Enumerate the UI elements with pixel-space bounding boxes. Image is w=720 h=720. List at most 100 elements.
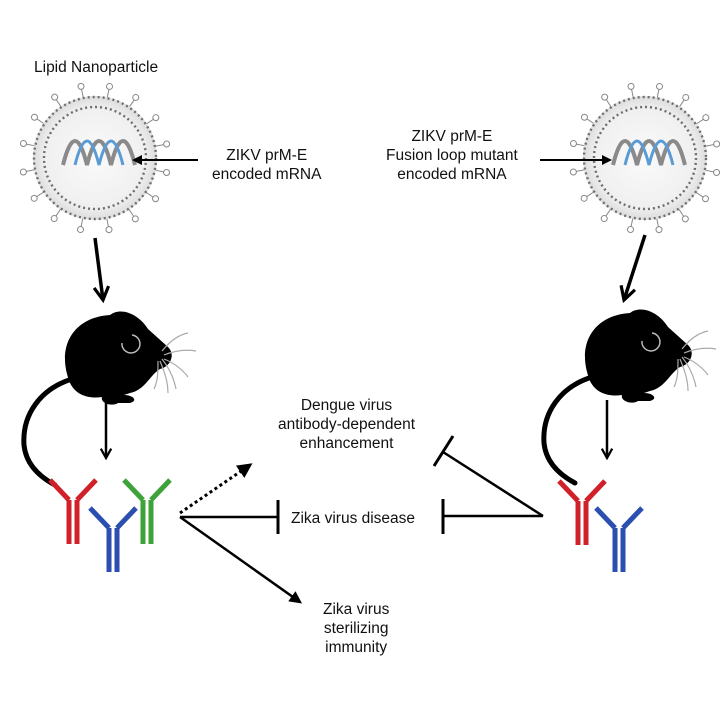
spike-head bbox=[627, 82, 635, 90]
spike-stem bbox=[55, 209, 61, 217]
spike-head bbox=[681, 215, 689, 223]
spike-stem bbox=[630, 218, 634, 227]
lnp-surface-proteins-icon bbox=[569, 82, 720, 234]
spike-stem bbox=[155, 169, 164, 173]
spike-head bbox=[163, 140, 171, 148]
mrna-label-right-line2: Fusion loop mutant bbox=[386, 147, 518, 164]
outcome-zika-sterilizing-line3: immunity bbox=[325, 639, 388, 656]
antibody-red-icon bbox=[557, 479, 607, 545]
spike-stem bbox=[656, 218, 659, 227]
outcome-zika-sterilizing-line1: Zika virus bbox=[323, 601, 390, 618]
spike-head bbox=[600, 215, 608, 223]
spike-stem bbox=[36, 191, 44, 198]
spike-stem bbox=[146, 118, 154, 125]
mrna-label-right-line3: encoded mRNA bbox=[397, 166, 507, 183]
spike-head bbox=[626, 226, 634, 234]
spike-head bbox=[656, 82, 664, 90]
spike-stem bbox=[656, 89, 660, 98]
spike-stem bbox=[678, 209, 685, 217]
spike-stem bbox=[26, 143, 35, 147]
outcome-dengue-ade: Dengue virus antibody-dependent enhancem… bbox=[278, 396, 415, 453]
spike-head bbox=[713, 169, 720, 177]
outcome-dengue-ade-line3: enhancement bbox=[299, 435, 394, 452]
mrna-label-left-line2: encoded mRNA bbox=[212, 166, 322, 183]
spike-head bbox=[580, 113, 588, 121]
spike-stem bbox=[705, 169, 714, 173]
mrna-strand-icon bbox=[61, 139, 137, 166]
mrna-label-right: ZIKV prM-E Fusion loop mutant encoded mR… bbox=[386, 127, 518, 184]
spike-stem bbox=[81, 89, 84, 98]
spike-stem bbox=[155, 144, 164, 147]
spike-stem bbox=[129, 99, 135, 107]
mrna-label-right-line1: ZIKV prM-E bbox=[411, 128, 493, 145]
spike-head bbox=[152, 114, 160, 122]
mouse-icon-left bbox=[24, 311, 196, 485]
spike-stem bbox=[605, 99, 612, 107]
antibody-blue-icon bbox=[594, 506, 644, 572]
spike-head bbox=[702, 195, 710, 203]
mrna-strand-icon bbox=[611, 139, 687, 166]
mrna-label-left: ZIKV prM-E encoded mRNA bbox=[212, 146, 321, 184]
spike-head bbox=[106, 82, 114, 90]
antibody-group-right bbox=[557, 479, 644, 572]
inhibit-zika-disease-left bbox=[180, 500, 280, 534]
spike-stem bbox=[696, 192, 704, 198]
antibody-group-left bbox=[48, 478, 172, 572]
spike-head bbox=[30, 194, 38, 202]
spike-head bbox=[569, 139, 577, 147]
spike-stem bbox=[605, 209, 611, 217]
mrna-label-left-line1: ZIKV prM-E bbox=[226, 147, 308, 164]
spike-stem bbox=[696, 118, 704, 125]
outcome-zika-sterilizing: Zika virus sterilizing immunity bbox=[323, 600, 389, 657]
spike-head bbox=[76, 226, 84, 234]
outcome-zika-disease: Zika virus disease bbox=[291, 510, 416, 527]
spike-head bbox=[601, 93, 609, 101]
spike-stem bbox=[128, 209, 135, 217]
spike-stem bbox=[576, 169, 585, 172]
spike-head bbox=[152, 195, 160, 203]
spike-stem bbox=[80, 218, 84, 227]
inhibit-lines-right bbox=[432, 435, 544, 534]
spike-head bbox=[655, 226, 663, 234]
lnp-surface-proteins-icon bbox=[19, 82, 171, 234]
spike-stem bbox=[576, 143, 585, 147]
spike-stem bbox=[705, 144, 714, 147]
spike-stem bbox=[146, 192, 154, 198]
spike-stem bbox=[36, 118, 44, 124]
arrow-lnp-to-mouse-right bbox=[624, 234, 647, 300]
spike-head bbox=[682, 93, 690, 101]
spike-stem bbox=[586, 191, 594, 198]
arrow-zika-sterilizing bbox=[179, 515, 303, 604]
spike-head bbox=[19, 139, 27, 147]
outcome-dengue-ade-line1: Dengue virus bbox=[300, 397, 393, 414]
spike-head bbox=[105, 226, 113, 234]
spike-head bbox=[132, 93, 140, 101]
spike-stem bbox=[106, 218, 109, 227]
spike-head bbox=[51, 93, 59, 101]
spike-head bbox=[580, 194, 588, 202]
outcome-zika-sterilizing-line2: sterilizing bbox=[323, 620, 389, 637]
lipid-nanoparticle-left bbox=[19, 82, 171, 234]
antibody-green-icon bbox=[122, 478, 172, 544]
spike-head bbox=[569, 168, 577, 176]
spike-head bbox=[30, 113, 38, 121]
spike-stem bbox=[586, 118, 594, 124]
spike-head bbox=[702, 114, 710, 122]
spike-stem bbox=[26, 169, 35, 172]
spike-head bbox=[19, 168, 27, 176]
spike-head bbox=[77, 82, 85, 90]
arrow-lnp-to-mouse-left bbox=[95, 237, 103, 300]
spike-stem bbox=[631, 89, 634, 98]
lnp-title: Lipid Nanoparticle bbox=[34, 59, 159, 76]
antibody-blue-icon bbox=[88, 506, 138, 572]
spike-head bbox=[713, 140, 720, 148]
spike-head bbox=[50, 215, 58, 223]
antibody-red-icon bbox=[48, 478, 98, 544]
spike-stem bbox=[55, 99, 62, 107]
spike-head bbox=[131, 215, 139, 223]
spike-stem bbox=[106, 89, 110, 98]
lipid-nanoparticle-right bbox=[569, 82, 720, 234]
spike-head bbox=[163, 169, 171, 177]
dotted-arrow-dengue-ade bbox=[179, 463, 253, 515]
